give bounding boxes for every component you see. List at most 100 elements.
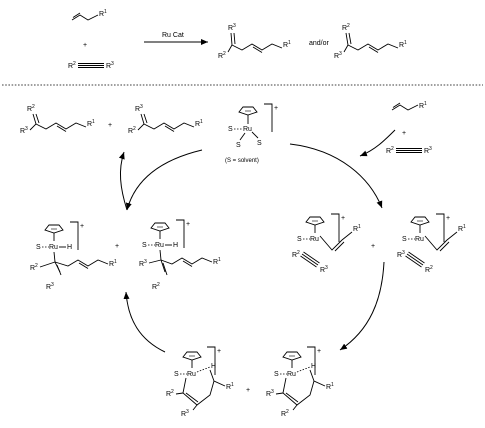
solvent-note: (S = solvent) [225, 158, 259, 164]
svg-text:2: 2 [430, 265, 433, 271]
svg-text:3: 3 [25, 126, 28, 132]
svg-text:+: + [341, 215, 345, 222]
r3-label: R [106, 63, 111, 70]
svg-text:3: 3 [140, 104, 143, 110]
catalyst-label: Ru Cat [162, 32, 184, 39]
svg-text:1: 1 [200, 119, 203, 125]
svg-text:S: S [297, 236, 302, 243]
svg-text:R: R [266, 391, 271, 398]
svg-text:3: 3 [51, 282, 54, 288]
svg-text:R: R [326, 384, 331, 391]
svg-text:R: R [152, 284, 157, 291]
svg-text:Ru: Ru [310, 236, 319, 243]
svg-text:S: S [36, 244, 41, 251]
arc-substrate-in [359, 129, 396, 157]
svg-text:R: R [281, 411, 286, 418]
svg-text:R: R [425, 267, 430, 274]
cycle-products: R 2 R 3 R 1 + R 3 R 2 R 1 [20, 104, 203, 135]
ruthenacycle-1: + S Ru H R 1 R 2 R 3 [166, 346, 234, 418]
svg-text:2: 2 [32, 104, 35, 110]
svg-text:Ru: Ru [415, 236, 424, 243]
svg-text:1: 1 [231, 382, 234, 388]
incoming-substrates: R 1 + R 2 R 3 [386, 101, 432, 155]
svg-text:2: 2 [157, 282, 160, 288]
svg-text:+: + [274, 105, 278, 112]
svg-text:R: R [397, 252, 402, 259]
svg-text:+: + [186, 221, 190, 228]
svg-text:R: R [30, 265, 35, 272]
svg-text:S: S [236, 142, 241, 149]
svg-text:3: 3 [186, 409, 189, 415]
svg-text:1: 1 [288, 40, 291, 46]
ru-catalyst: + S Ru S S (S = solvent) [225, 103, 278, 164]
r2-label: R [68, 63, 73, 70]
svg-text:2: 2 [286, 409, 289, 415]
svg-text:+: + [402, 130, 406, 137]
arc-cyclization [339, 261, 385, 351]
svg-text:R: R [399, 42, 404, 49]
svg-text:2: 2 [391, 146, 394, 152]
and-or-label: and/or [309, 40, 330, 47]
svg-text:R: R [166, 391, 171, 398]
svg-text:R: R [135, 106, 140, 113]
ruthenacycle-2: + S Ru H R 1 R 3 R 2 [266, 346, 334, 418]
svg-text:+: + [80, 223, 84, 230]
svg-text:S: S [142, 242, 147, 249]
svg-text:R: R [226, 384, 231, 391]
ru-pi-complex-1: + S Ru R 1 R 2 R 3 [292, 213, 361, 274]
svg-text:R: R [458, 226, 463, 233]
svg-text:R: R [139, 261, 144, 268]
svg-text:R: R [419, 103, 424, 110]
svg-text:S: S [228, 126, 233, 133]
svg-text:R: R [218, 53, 223, 60]
svg-text:H: H [311, 363, 316, 370]
svg-text:R: R [283, 42, 288, 49]
svg-text:R: R [128, 128, 133, 135]
svg-text:Ru: Ru [49, 244, 58, 251]
svg-text:+: + [317, 348, 321, 355]
svg-text:2: 2 [133, 126, 136, 132]
svg-text:1: 1 [114, 259, 117, 265]
plus-sign: + [83, 42, 87, 49]
svg-text:R: R [320, 267, 325, 274]
svg-text:H: H [211, 363, 216, 370]
svg-text:R: R [109, 261, 114, 268]
svg-text:1: 1 [331, 382, 334, 388]
svg-text:2: 2 [35, 263, 38, 269]
svg-text:3: 3 [429, 146, 432, 152]
svg-text:1: 1 [424, 101, 427, 107]
plus-sign: + [108, 122, 112, 129]
svg-text:Ru: Ru [243, 126, 252, 133]
top-equation: R 1 + R 2 R 3 Ru Cat R 3 R 2 R 1 [68, 9, 407, 70]
diene-product-1: R 3 R 2 R 1 [218, 23, 291, 60]
arc-elimination [123, 291, 166, 353]
ru-pi-complex-2: + S Ru R 1 R 3 R 2 [397, 213, 466, 274]
svg-text:+: + [446, 215, 450, 222]
svg-text:3: 3 [233, 23, 236, 29]
svg-text:3: 3 [339, 51, 342, 57]
svg-text:1: 1 [358, 224, 361, 230]
svg-text:R: R [342, 25, 347, 32]
arc-coordination [289, 143, 383, 209]
svg-text:S: S [402, 236, 407, 243]
svg-text:R: R [334, 53, 339, 60]
svg-text:3: 3 [111, 61, 114, 67]
arc-to-products [118, 151, 128, 211]
r1-label: R [99, 11, 104, 18]
svg-text:R: R [46, 284, 51, 291]
svg-text:1: 1 [404, 40, 407, 46]
svg-text:R: R [292, 252, 297, 259]
svg-text:3: 3 [144, 259, 147, 265]
svg-text:R: R [181, 411, 186, 418]
svg-text:1: 1 [104, 9, 107, 15]
plus-sign: + [246, 387, 250, 394]
svg-text:3: 3 [325, 265, 328, 271]
svg-text:H: H [173, 242, 178, 249]
svg-text:R: R [195, 121, 200, 128]
svg-text:2: 2 [297, 250, 300, 256]
ru-hydride-complex-2: + S Ru H R 3 R 2 R 1 [139, 219, 221, 291]
svg-text:R: R [20, 128, 25, 135]
svg-text:R: R [87, 121, 92, 128]
